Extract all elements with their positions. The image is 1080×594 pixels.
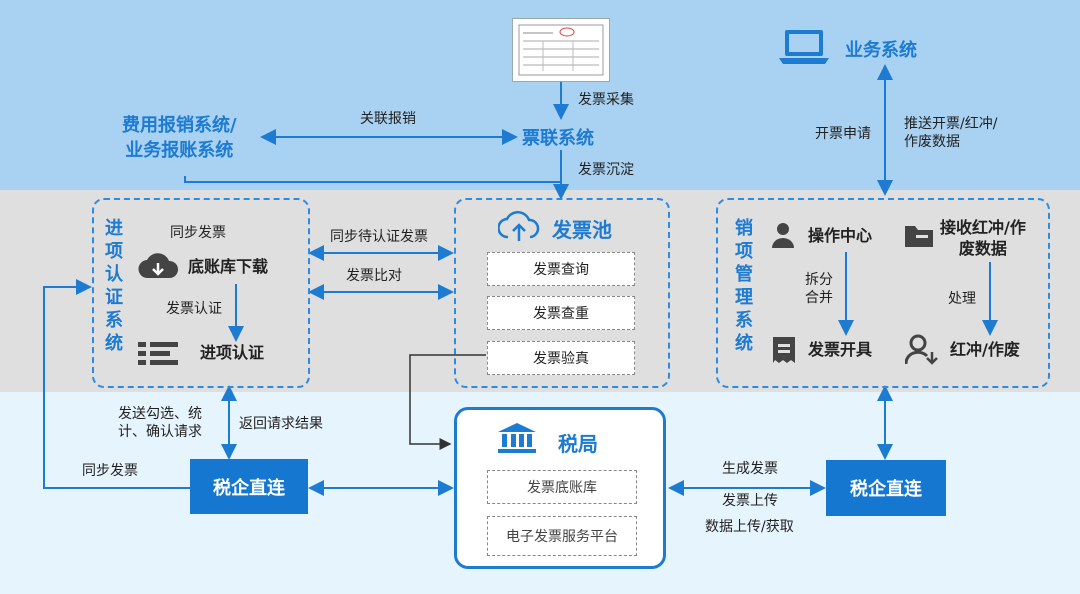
label-sync-invoice: 同步发票	[170, 225, 226, 241]
label-gen-invoice: 生成发票	[722, 461, 778, 477]
direct-connect-left: 税企直连	[190, 459, 308, 514]
label-collect: 发票采集	[578, 92, 634, 108]
input-system-box	[92, 198, 310, 388]
issue-invoice: 发票开具	[808, 340, 873, 359]
label-invoice-auth: 发票认证	[166, 301, 222, 317]
tax-item-ledger: 发票底账库	[487, 470, 637, 504]
invoice-pool-box	[454, 198, 670, 388]
label-issue-request: 开票申请	[815, 126, 871, 142]
pool-item-dedup: 发票查重	[487, 296, 635, 330]
receive-red-data: 接收红冲/作废数据	[940, 218, 1026, 258]
input-auth: 进项认证	[200, 343, 265, 362]
tax-bureau-title: 税局	[558, 432, 598, 456]
output-system-title: 销项管理系统	[735, 218, 753, 354]
business-system-title: 业务系统	[845, 40, 917, 61]
person-return-icon	[904, 334, 939, 370]
label-sync-invoice-bottom: 同步发票	[82, 463, 138, 479]
label-send-request: 发送勾选、统计、确认请求	[118, 406, 202, 440]
tax-item-platform: 电子发票服务平台	[487, 516, 637, 556]
bank-icon	[497, 422, 537, 458]
label-return-result: 返回请求结果	[239, 416, 323, 432]
label-compare: 发票比对	[346, 268, 402, 284]
direct-connect-right: 税企直连	[826, 460, 946, 516]
label-split-merge: 拆分合并	[805, 272, 833, 306]
folder-icon	[904, 222, 934, 252]
pool-item-query: 发票查询	[487, 252, 635, 286]
laptop-icon	[778, 28, 830, 70]
list-icon	[138, 340, 182, 370]
ticket-system-title: 票联系统	[522, 128, 594, 149]
red-void: 红冲/作废	[950, 340, 1020, 359]
label-sync-pending: 同步待认证发票	[330, 229, 428, 245]
label-process: 处理	[948, 291, 976, 307]
label-settle: 发票沉淀	[578, 162, 634, 178]
label-link: 关联报销	[360, 111, 416, 127]
operation-center: 操作中心	[808, 226, 873, 245]
cloud-upload-icon	[497, 211, 540, 247]
output-system-box	[716, 198, 1050, 388]
label-data-upload: 数据上传/获取	[705, 519, 794, 535]
invoice-document-icon	[512, 18, 610, 82]
receipt-icon	[772, 336, 796, 368]
person-icon	[770, 221, 796, 253]
pool-title: 发票池	[552, 218, 612, 242]
label-push: 推送开票/红冲/作废数据	[904, 116, 998, 150]
ledger-download: 底账库下载	[188, 257, 269, 276]
cloud-download-icon	[138, 252, 179, 284]
pool-item-verify: 发票验真	[487, 341, 635, 375]
input-system-title: 进项认证系统	[105, 218, 123, 354]
expense-system-title: 费用报销系统/业务报账系统	[122, 115, 237, 161]
label-upload-invoice: 发票上传	[722, 493, 778, 509]
